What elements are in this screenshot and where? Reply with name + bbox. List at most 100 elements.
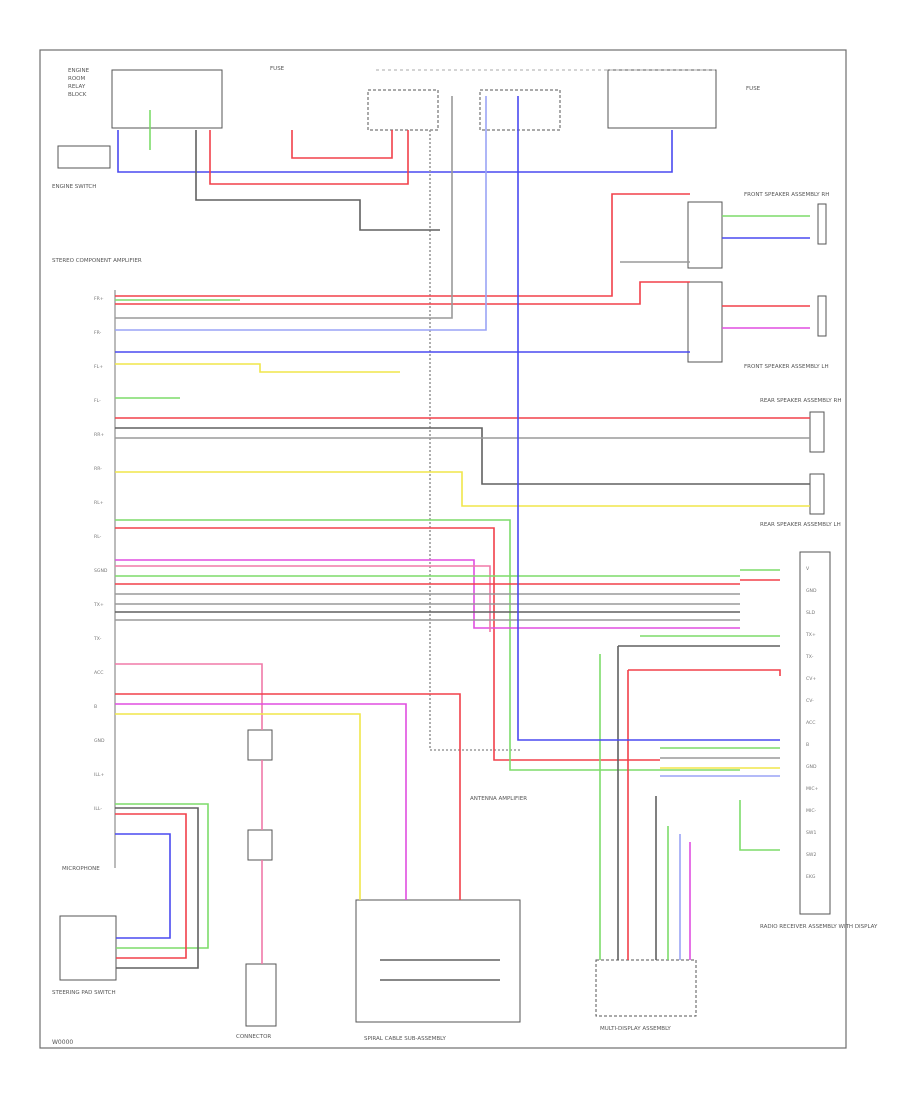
connector-block-label: CONNECTOR	[236, 1034, 271, 1040]
wire-rear-yellow	[115, 471, 810, 507]
audio-unit-label: STEREO COMPONENT AMPLIFIER	[52, 258, 142, 264]
top-left-component-label-4: BLOCK	[68, 92, 87, 98]
speaker-cone-fr	[817, 203, 827, 245]
fuse-block-top-left	[111, 69, 223, 129]
wire-mid-pink	[115, 565, 491, 632]
left-pin-label: B	[94, 704, 97, 710]
rear-speaker-lh-box	[809, 473, 825, 515]
left-pin-label: FR-	[94, 330, 102, 336]
left-pin-label: FL-	[94, 398, 101, 404]
right-pin-label: SW2	[806, 852, 816, 858]
wire-ant-yellow	[115, 713, 361, 900]
wire-steer-red	[115, 813, 187, 959]
left-pin-label: ILL-	[94, 806, 102, 812]
wire-top-darkgray	[195, 130, 440, 231]
spiral-cable	[355, 899, 521, 1023]
right-pin-label: MIC+	[806, 786, 819, 792]
spiral-cable-label: SPIRAL CABLE SUB-ASSEMBLY	[364, 1036, 446, 1042]
left-pin-label: RR+	[94, 432, 104, 438]
steering-pad-switch	[59, 915, 117, 981]
wire-right-blue	[517, 96, 780, 741]
wire-ant-red	[115, 693, 461, 900]
connector-block-bottom	[245, 963, 277, 1027]
top-mid-label: FUSE	[270, 66, 285, 72]
right-pin-label: CV-	[806, 698, 814, 704]
fuse-block-top-middle	[367, 89, 439, 131]
fuse-block-top-right	[607, 69, 717, 129]
right-pin-label: TX-	[805, 654, 814, 660]
rear-speaker-rh-label: REAR SPEAKER ASSEMBLY RH	[760, 398, 841, 404]
left-pin-labels: FR+ FR- FL+ FL- RR+ RR- RL+ RL- SGND TX+ TX- ACC B GN…	[93, 296, 108, 812]
right-pin-label: TX+	[805, 632, 816, 638]
top-left-component-label: ENGINE	[68, 68, 90, 74]
right-pin-label: V	[806, 566, 810, 572]
front-speaker-lh-label: FRONT SPEAKER ASSEMBLY LH	[744, 364, 829, 370]
right-pin-label: SLD	[806, 610, 815, 616]
wire-antenna-pink	[115, 663, 263, 730]
rear-speaker-rh-box	[809, 411, 825, 453]
radio-receiver-connector	[799, 551, 831, 915]
left-pin-label: ACC	[94, 670, 103, 676]
wire-right-red-3	[628, 669, 781, 676]
wire-ant-magenta	[115, 703, 407, 900]
left-pin-label: RR-	[94, 466, 102, 472]
multi-display-connector	[595, 959, 697, 1017]
fuse-block-top-center	[479, 89, 561, 131]
wire-front-rh-red-2	[115, 281, 690, 305]
wire-right-green-5	[739, 800, 780, 851]
wire-rear-darkgray	[115, 427, 810, 485]
left-pin-label: TX+	[93, 602, 104, 608]
wire-front-rh-red	[115, 193, 690, 297]
wire-ill-yellow	[115, 363, 400, 373]
wire-top-gray-drop	[429, 130, 520, 751]
front-speaker-rh-label: FRONT SPEAKER ASSEMBLY RH	[744, 192, 829, 198]
wire-mid-green	[115, 519, 740, 771]
left-pin-label: ILL+	[94, 772, 104, 778]
antenna-label: ANTENNA AMPLIFIER	[470, 796, 527, 802]
right-pin-label: GND	[806, 588, 817, 594]
left-pin-label: TX-	[93, 636, 102, 642]
right-pin-label: CV+	[806, 676, 816, 682]
television-camera-box	[247, 829, 273, 861]
wire-steer-blue	[115, 833, 171, 939]
wire-mid-red	[115, 527, 660, 761]
right-pin-label: GND	[806, 764, 817, 770]
wires	[115, 96, 810, 981]
right-pin-label: MIC-	[806, 808, 817, 814]
rear-speaker-lh-label: REAR SPEAKER ASSEMBLY LH	[760, 522, 841, 528]
engine-switch	[57, 145, 111, 169]
wire-steer-green	[115, 803, 209, 949]
multi-display-label: MULTI-DISPLAY ASSEMBLY	[600, 1026, 671, 1032]
speaker-cone-fl	[817, 295, 827, 337]
wire-top-red-2	[291, 130, 393, 159]
radio-receiver-label: RADIO RECEIVER ASSEMBLY WITH DISPLAY	[760, 924, 878, 930]
left-pin-label: GND	[94, 738, 105, 744]
wire-top-blue-bus	[117, 130, 673, 173]
wire-front-lightblue	[115, 96, 487, 331]
right-pin-label: SW1	[806, 830, 816, 836]
antenna-amplifier	[247, 729, 273, 761]
steering-pad-switch-label: STEERING PAD SWITCH	[52, 990, 116, 996]
wire-top-red-bus	[209, 130, 409, 185]
front-speaker-lh	[687, 281, 723, 363]
left-pin-label: SGND	[94, 568, 108, 574]
left-pin-label: FR+	[94, 296, 104, 302]
right-pin-label: B	[806, 742, 809, 748]
top-left-component-label-3: RELAY	[68, 84, 86, 90]
engine-switch-label: ENGINE SWITCH	[52, 184, 96, 190]
right-pin-label: EKG	[806, 874, 816, 880]
front-speaker-rh	[687, 201, 723, 269]
right-pin-labels: V GND SLD TX+ TX- CV+ CV- ACC B GND MIC+ MIC- SW1SW2…	[805, 566, 819, 880]
diagram-border	[39, 49, 847, 1049]
wire-steer-darkgray	[115, 807, 199, 969]
left-pin-label: RL-	[94, 534, 102, 540]
top-left-component-label-2: ROOM	[68, 76, 85, 82]
wire-front-gray	[115, 96, 453, 319]
footer-code: W0000	[52, 1039, 73, 1046]
top-right-label: FUSE	[746, 86, 761, 92]
microphone-label: MICROPHONE	[62, 866, 100, 872]
left-pin-label: RL+	[94, 500, 104, 506]
left-pin-label: FL+	[94, 364, 103, 370]
right-pin-label: ACC	[806, 720, 815, 726]
